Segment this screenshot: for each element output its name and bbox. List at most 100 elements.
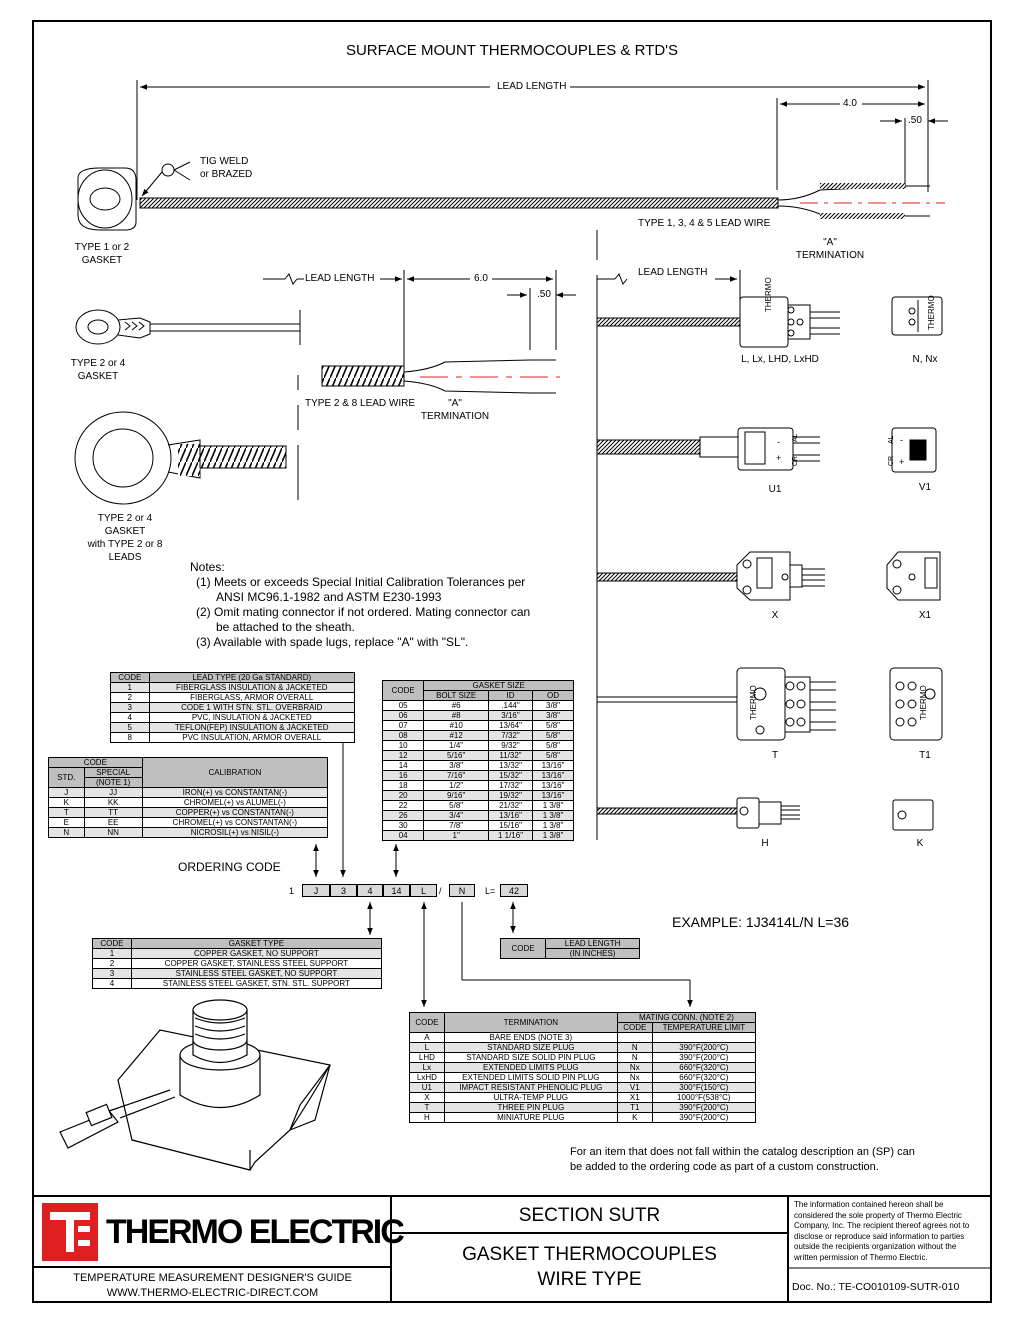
company-url-link[interactable]: WWW.THERMO-ELECTRIC-DIRECT.COM [106,1287,319,1299]
cell: 5/8" [423,800,489,811]
disclaimer-text: The information contained hereon shall b… [794,1200,969,1263]
cell: L [409,1042,445,1053]
connector-v1-minus: - [900,435,903,445]
cell: 1000°F(538°C) [651,1092,757,1103]
cell: 3/16" [487,710,534,721]
section-label: SECTION SUTR [518,1205,661,1226]
document-title-line1: GASKET THERMOCOUPLES [462,1244,717,1265]
connector-v1-cr: CR [888,455,895,466]
cell: 660°F(320°C) [651,1062,757,1073]
gasket-isometric-illustration [59,999,332,1171]
col-calibration: CALIBRATION [141,757,329,788]
title-block-lines [32,1195,992,1302]
cell: 22 [381,800,425,811]
cell: 21/32" [487,800,534,811]
cell: EXTENDED LIMITS SOLID PIN PLUG [443,1072,618,1083]
cell: KK [83,797,143,808]
col-code: CODE [92,938,132,949]
ordering-box-gasket-type: 4 [357,884,383,897]
cell: STANDARD SIZE PLUG [443,1042,618,1053]
cell: 13/16" [532,780,574,791]
connector-label-h: H [761,838,769,849]
label-gasket3-l3: with TYPE 2 or 8 [87,539,163,550]
cell [616,1032,653,1043]
ordering-arrows [313,743,693,1007]
disclaimer-line: considered the sole property of Thermo E… [794,1210,962,1220]
type28-lead-assembly [74,270,576,505]
company-logo-wordmark: THERMO ELECTRIC [106,1213,405,1251]
col-code: CODE [110,672,150,683]
connector-label-t1: T1 [919,750,931,761]
connector-v1-al: AL [888,435,895,444]
ordering-box-termination: L [410,884,437,897]
label-gasket2-l2: GASKET [77,371,119,382]
connector-label-x1: X1 [918,610,932,621]
cell: 5 [110,722,150,733]
connector-u1-minus: - [777,437,780,447]
note-1a: (1) Meets or exceeds Special Initial Cal… [196,575,526,589]
label-a-term-l1: "A" [823,237,837,248]
ordering-box-lead-type: 3 [330,884,357,897]
label-gasket3-l1: TYPE 2 or 4 [97,513,153,524]
cell: 5/8" [532,720,574,731]
cell: 13/16" [532,760,574,771]
cell: FIBERGLASS, ARMOR OVERALL [148,692,356,703]
label-gasket3-l2: GASKET [104,526,146,537]
cell: 390°F(200°C) [651,1042,757,1053]
ordering-example: EXAMPLE: 1J3414L/N L=36 [672,914,850,930]
connector-l-brand: THERMO [764,277,773,312]
cell: V1 [616,1082,653,1093]
cell: 13/64" [487,720,534,731]
cell: 5/16" [423,750,489,761]
connector-label-l: L, Lx, LHD, LxHD [741,354,819,365]
cell: 7/16" [423,770,489,781]
note-1b: ANSI MC96.1-1982 and ASTM E230-1993 [216,590,442,604]
label-gasket3-l4: LEADS [108,552,142,563]
page-title: SURFACE MOUNT THERMOCOUPLES & RTD'S [345,42,679,59]
connector-label-n: N, Nx [912,354,938,365]
connector-drawings [596,230,943,840]
cell: LxHD [409,1072,445,1083]
connector-n-brand: THERMO [927,295,936,330]
cell: 18 [381,780,425,791]
cell: 1 3/8" [532,830,574,841]
cell: 3/8" [532,710,574,721]
cell: 7/8" [423,820,489,831]
cell: 2 [92,958,132,969]
label-type1345: TYPE 1, 3, 4 & 5 LEAD WIRE [638,218,771,229]
dim-4: 4.0 [843,98,857,109]
cell: T1 [616,1102,653,1113]
col-gasket-size: GASKET SIZE [423,680,574,691]
custom-note-line1: For an item that does not fall within th… [570,1146,915,1158]
cell: 3/8" [532,700,574,711]
cell: 15/32" [487,770,534,781]
dim-lead-length: LEAD LENGTH [495,81,569,93]
connector-u1-plus: + [776,453,782,463]
cell: 11/32" [487,750,534,761]
label-or-brazed: or BRAZED [200,169,253,180]
label-gasket2-l1: TYPE 2 or 4 [70,358,126,369]
cell: IMPACT RESISTANT PHENOLIC PLUG [443,1082,618,1093]
cell: 14 [381,760,425,771]
cell: 13/16" [532,770,574,781]
cell: 30 [381,820,425,831]
cell: T [409,1102,445,1113]
cell: 19/32" [487,790,534,801]
cell: 12 [381,750,425,761]
cell: 04 [381,830,425,841]
cell: 1" [423,830,489,841]
cell: E [48,817,85,828]
disclaimer-line: The information contained hereon shall b… [794,1200,944,1209]
col-special: SPECIAL [83,767,143,778]
cell: 13/32" [487,760,534,771]
cell: 26 [381,810,425,821]
